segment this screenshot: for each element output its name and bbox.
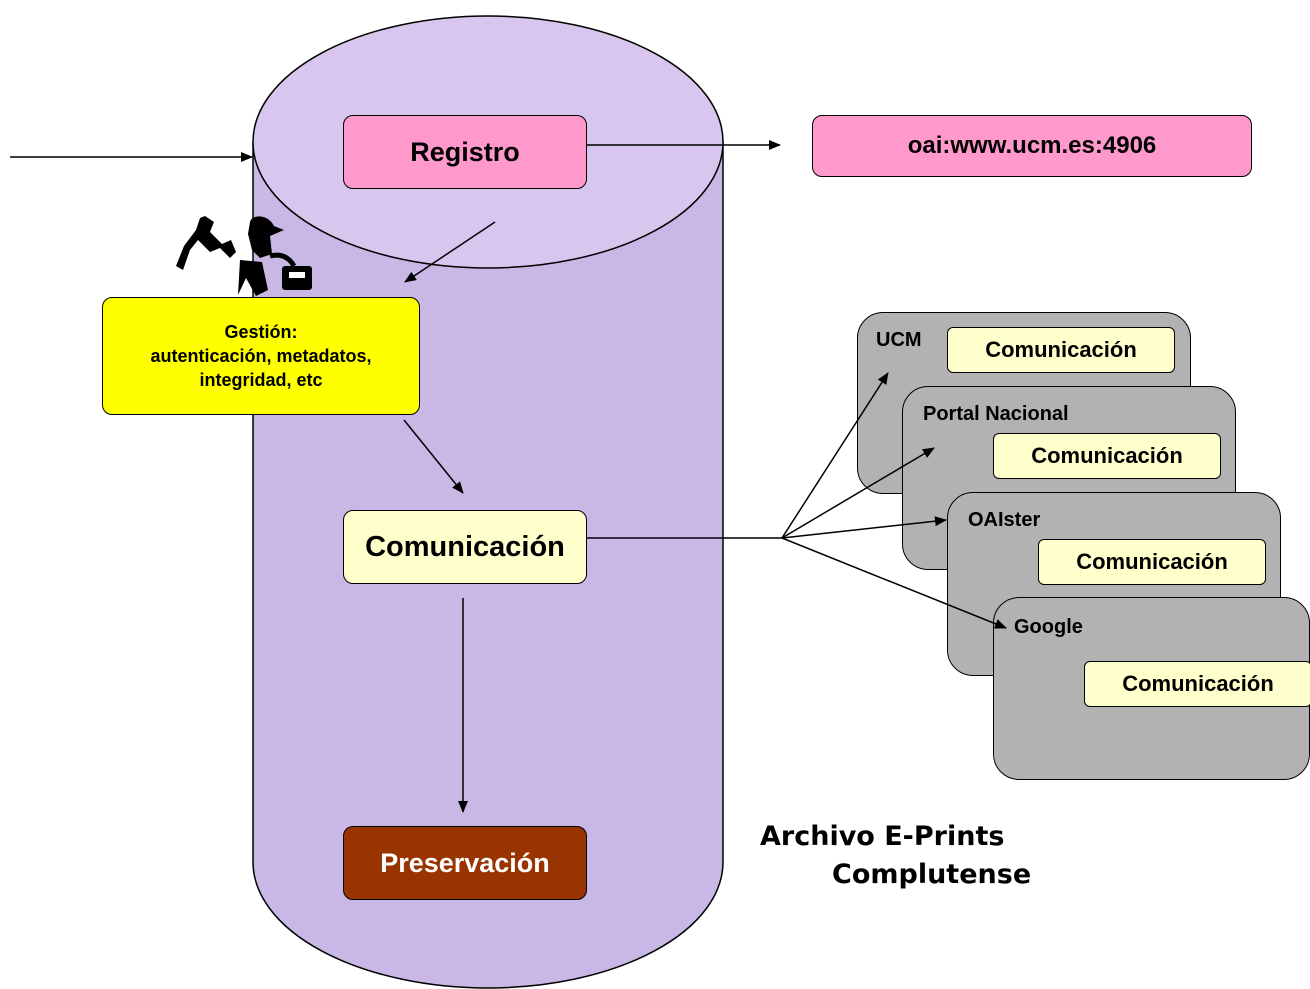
target-ucm-comunicacion-label: Comunicación xyxy=(985,337,1137,362)
gestion-to-comunicacion-arrow xyxy=(403,419,464,494)
target-ucm-comunicacion: Comunicación xyxy=(947,327,1175,373)
target-google: Google Comunicación xyxy=(993,597,1310,780)
tools-icon xyxy=(176,216,236,270)
preservacion-label: Preservación xyxy=(380,847,550,878)
gestion-line-3: integridad, etc xyxy=(199,370,323,390)
gestion-title: Gestión: xyxy=(224,322,298,342)
target-oaister-comunicacion: Comunicación xyxy=(1038,539,1266,585)
comunicacion-node: Comunicación xyxy=(343,510,587,584)
comunicacion-label: Comunicación xyxy=(365,530,565,563)
target-portal-nacional-comunicacion-label: Comunicación xyxy=(1031,443,1183,468)
target-google-label: Google xyxy=(1014,616,1083,638)
target-oaister-comunicacion-label: Comunicación xyxy=(1076,549,1228,574)
registro-node: Registro xyxy=(343,115,587,189)
footer-title: Archivo E-Prints Complutense xyxy=(760,818,1031,894)
registro-to-gestion-arrow xyxy=(404,221,496,283)
oai-identifier-label: oai:www.ucm.es:4906 xyxy=(907,132,1157,159)
gestion-node: Gestión: autenticación, metadatos, integ… xyxy=(102,297,420,415)
target-google-comunicacion-label: Comunicación xyxy=(1122,671,1274,696)
oai-identifier-node: oai:www.ucm.es:4906 xyxy=(812,115,1252,177)
target-portal-nacional-comunicacion: Comunicación xyxy=(993,433,1221,479)
target-portal-nacional-label: Portal Nacional xyxy=(923,403,1069,425)
target-google-comunicacion: Comunicación xyxy=(1084,661,1310,707)
footer-line-1: Archivo E-Prints xyxy=(760,821,1005,852)
registro-label: Registro xyxy=(410,136,520,167)
preservacion-node: Preservación xyxy=(343,826,587,900)
worker-icon xyxy=(238,216,312,296)
gestion-line-2: autenticación, metadatos, xyxy=(150,346,372,366)
target-ucm-label: UCM xyxy=(876,329,922,351)
target-oaister-label: OAIster xyxy=(968,509,1041,531)
footer-line-2: Complutense xyxy=(832,859,1032,890)
